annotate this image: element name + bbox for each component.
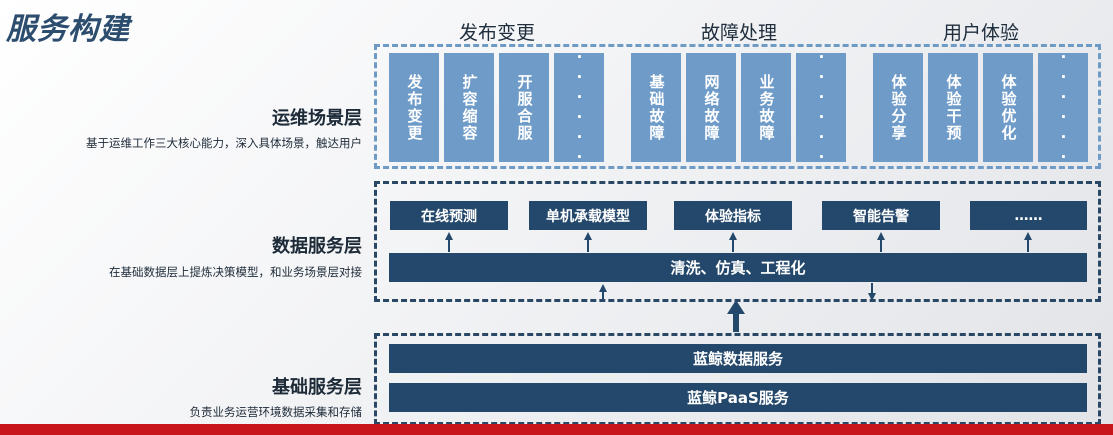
group-title-experience: 用户体验	[942, 22, 1019, 44]
group-title-release: 发布变更	[458, 22, 535, 44]
data-box-online-prediction[interactable]: 在线预测	[390, 201, 508, 230]
base-service-bk-paas[interactable]: 蓝鲸PaaS服务	[389, 383, 1087, 412]
scenario-layer-frame	[374, 44, 1101, 169]
scenario-box-more-fault[interactable]: ······	[796, 48, 846, 168]
scenario-box-release[interactable]: 发布变更	[389, 53, 439, 162]
scenario-box-share[interactable]: 体验分享	[873, 53, 923, 162]
data-box-more[interactable]: ……	[970, 201, 1087, 230]
scenario-box-business-fault[interactable]: 业务故障	[741, 53, 791, 162]
scenario-box-more-release[interactable]: ······	[554, 48, 604, 168]
base-layer-frame	[374, 333, 1101, 425]
data-process-bar[interactable]: 清洗、仿真、工程化	[389, 253, 1087, 282]
scenario-box-merge[interactable]: 开服合服	[499, 53, 549, 162]
layer-name-data: 数据服务层	[272, 236, 362, 257]
arrow-big-up	[727, 300, 745, 332]
page-title: 服务构建	[6, 12, 130, 47]
base-service-bk-data[interactable]: 蓝鲸数据服务	[389, 344, 1087, 373]
scenario-box-intervene[interactable]: 体验干预	[928, 53, 978, 162]
data-box-load-model[interactable]: 单机承载模型	[529, 201, 647, 230]
data-box-experience-metrics[interactable]: 体验指标	[674, 201, 792, 230]
data-box-smart-alert[interactable]: 智能告警	[822, 201, 940, 230]
scenario-box-network-fault[interactable]: 网络故障	[686, 53, 736, 162]
layer-name-scenario: 运维场景层	[272, 108, 362, 129]
layer-name-base: 基础服务层	[272, 377, 362, 398]
scenario-box-scale[interactable]: 扩容缩容	[444, 53, 494, 162]
scenario-box-more-experience[interactable]: ······	[1038, 48, 1088, 168]
layer-desc-data: 在基础数据层上提炼决策模型，和业务场景层对接	[109, 265, 362, 279]
group-title-fault: 故障处理	[700, 22, 777, 44]
scenario-box-basic-fault[interactable]: 基础故障	[631, 53, 681, 162]
layer-desc-base: 负责业务运营环境数据采集和存储	[189, 405, 363, 419]
layer-desc-scenario: 基于运维工作三大核心能力，深入具体场景，触达用户	[86, 136, 362, 150]
data-layer-frame	[374, 181, 1101, 302]
bottom-accent-bar	[0, 424, 1113, 435]
scenario-box-optimize[interactable]: 体验优化	[983, 53, 1033, 162]
